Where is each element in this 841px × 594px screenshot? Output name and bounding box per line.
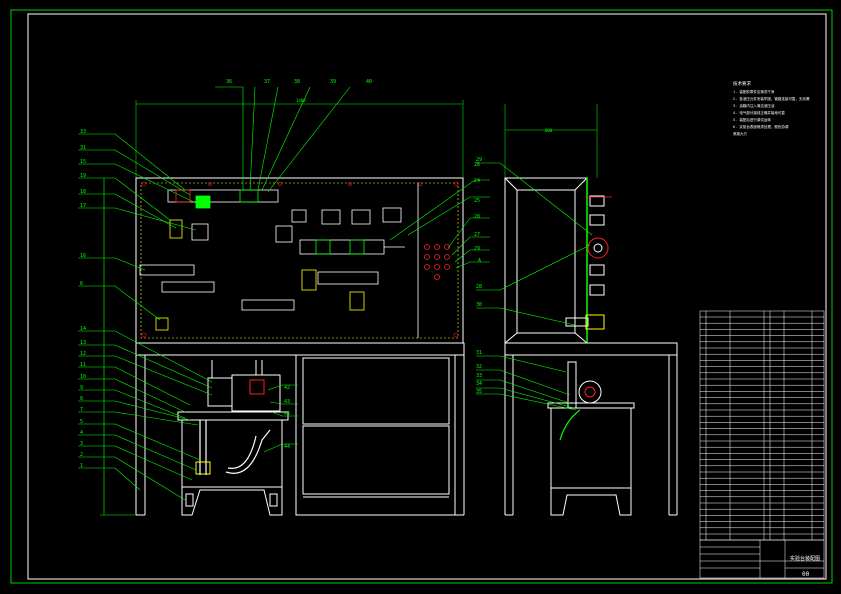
callout-1: 1 — [80, 463, 83, 469]
callout-44: 44 — [284, 444, 290, 450]
callout-17: 17 — [80, 203, 86, 209]
inner-border — [27, 13, 827, 580]
callout-43: 43 — [284, 399, 290, 405]
callout-16: 16 — [80, 253, 86, 259]
callouts-motor: 42 43 45 44 — [284, 385, 290, 450]
callout-15: 15 — [80, 159, 86, 165]
callout-29: 29 — [474, 246, 480, 252]
note-7: 美观大方 — [733, 131, 747, 136]
callouts-side: 29 28 30 31 32 33 34 35 — [476, 157, 482, 395]
callout-28-side: 28 — [476, 284, 482, 290]
note-4: 4. 电气部分接线正确并接地可靠 — [733, 110, 785, 115]
callout-2: 2 — [80, 452, 83, 458]
callout-6: 6 — [80, 281, 83, 287]
callout-34: 34 — [476, 381, 482, 387]
callout-9: 9 — [80, 385, 83, 391]
callout-33: 33 — [80, 129, 86, 135]
callout-8: 8 — [80, 396, 83, 402]
note-6: 6. 实验台表面喷漆处理，颜色协调 — [733, 124, 789, 129]
drawing-title: 实验台装配图 — [790, 555, 820, 562]
side-leaders — [476, 162, 593, 411]
panel-components — [139, 181, 459, 338]
callout-37: 37 — [264, 79, 270, 85]
callout-10: 10 — [80, 374, 86, 380]
callout-36: 36 — [226, 79, 232, 85]
callouts-top: 36 37 38 39 40 — [226, 79, 372, 85]
callout-26: 26 — [474, 162, 480, 168]
dim-front: 1400 — [296, 98, 306, 103]
callout-39: 39 — [330, 79, 336, 85]
callout-12: 12 — [80, 351, 86, 357]
callout-18: 18 — [80, 189, 86, 195]
outer-border — [10, 9, 833, 584]
callout-7: 7 — [80, 407, 83, 413]
front-view — [100, 100, 465, 516]
callout-27: 27 — [474, 232, 480, 238]
note-5: 5. 装配后进行调试运转 — [733, 117, 771, 122]
callout-28: 28 — [474, 214, 480, 220]
callout-19: 19 — [80, 173, 86, 179]
callout-5: 5 — [80, 419, 83, 425]
callout-35: 35 — [476, 389, 482, 395]
callout-30: 30 — [476, 302, 482, 308]
callout-24: 24 — [474, 178, 480, 184]
drawing-number: 00 — [802, 571, 810, 578]
callout-38: 38 — [294, 79, 300, 85]
callouts-mid: 26 24 25 28 27 29 A — [474, 162, 481, 264]
callout-14: 14 — [80, 326, 86, 332]
callout-11: 11 — [80, 362, 86, 368]
callout-29-side: 29 — [476, 157, 482, 163]
callout-31: 31 — [80, 145, 86, 151]
technical-notes: 技术要求 1. 装配前零件应清洗干净 2. 各液压元件安装牢固，管路连接可靠，无… — [733, 80, 810, 136]
callout-42: 42 — [284, 385, 290, 391]
callout-3: 3 — [80, 441, 83, 447]
callout-40: 40 — [366, 79, 372, 85]
note-1: 1. 装配前零件应清洗干净 — [733, 89, 775, 94]
callout-31-side: 31 — [476, 350, 482, 356]
callout-4: 4 — [80, 430, 83, 436]
callout-25: 25 — [474, 198, 480, 204]
dim-side: 600 — [545, 128, 553, 133]
callout-A: A — [478, 258, 481, 264]
note-2: 2. 各液压元件安装牢固，管路连接可靠，无渗漏 — [733, 96, 810, 101]
leader-lines — [78, 86, 490, 501]
note-3: 3. 油箱内注入清洁液压油 — [733, 103, 775, 108]
tank-pipe — [559, 409, 581, 441]
callout-45: 45 — [284, 411, 290, 417]
notes-title: 技术要求 — [733, 80, 751, 87]
callout-13: 13 — [80, 340, 86, 346]
side-view — [504, 104, 678, 516]
title-block — [699, 539, 825, 579]
callout-32: 32 — [476, 364, 482, 370]
callouts-left: 33 31 15 19 18 17 16 6 14 13 12 11 10 9 … — [80, 129, 86, 469]
callout-33-side: 33 — [476, 373, 482, 379]
